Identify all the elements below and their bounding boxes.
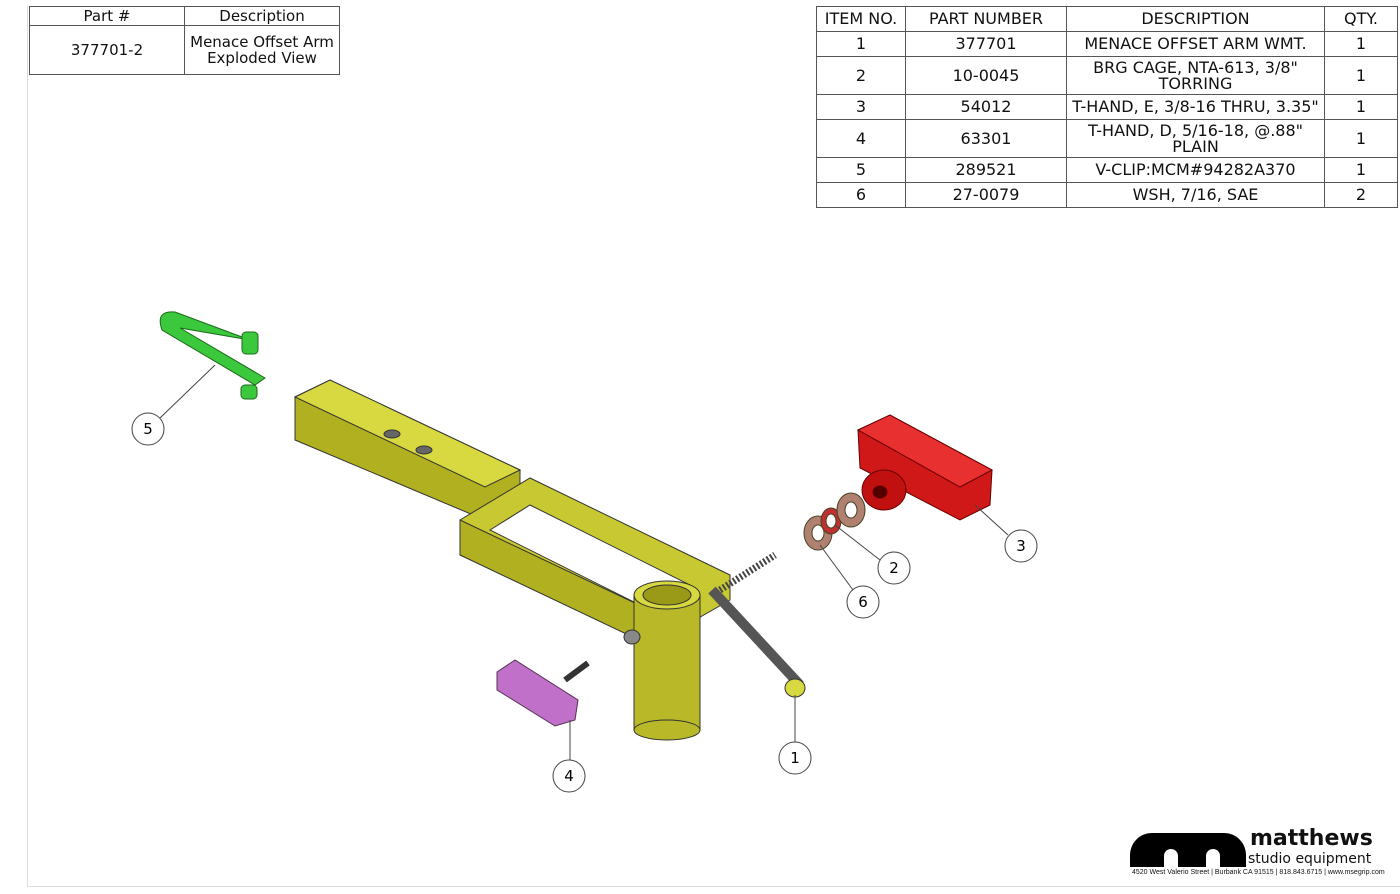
part-number: 377701-2 xyxy=(29,25,185,75)
drawing-frame xyxy=(27,6,1400,887)
bom-qty: 1 xyxy=(1324,56,1398,95)
part-description: Menace Offset Arm Exploded View xyxy=(184,25,340,75)
bom-qty: 1 xyxy=(1324,31,1398,57)
washers-bearing xyxy=(803,492,866,551)
arm-part xyxy=(293,379,806,741)
t-handle-e-part xyxy=(856,414,994,521)
balloon-label: 1 xyxy=(790,749,800,767)
balloon-label: 2 xyxy=(889,559,899,577)
bom-desc: WSH, 7/16, SAE xyxy=(1066,182,1325,208)
logo-mark xyxy=(1130,833,1246,867)
bom-item: 4 xyxy=(816,119,906,158)
balloon-3 xyxy=(1004,529,1038,563)
balloon-label: 3 xyxy=(1016,537,1026,555)
t-handle-d-part xyxy=(496,659,590,727)
balloon-4 xyxy=(552,759,586,793)
logo-brand: matthews xyxy=(1250,826,1373,851)
bom-part: 27-0079 xyxy=(905,182,1067,208)
balloon-1 xyxy=(778,741,812,775)
balloon-label: 6 xyxy=(858,593,868,611)
balloon-2 xyxy=(877,551,911,585)
col-qty: QTY. xyxy=(1324,6,1398,32)
bom-part: 377701 xyxy=(905,31,1067,57)
bom-qty: 2 xyxy=(1324,182,1398,208)
v-clip-part xyxy=(159,311,266,400)
header-part: Part # xyxy=(29,6,185,26)
bom-item: 6 xyxy=(816,182,906,208)
bom-item: 2 xyxy=(816,56,906,95)
bom-desc: MENACE OFFSET ARM WMT. xyxy=(1066,31,1325,57)
logo-sub: studio equipment xyxy=(1248,851,1372,867)
balloon-label: 4 xyxy=(564,767,574,785)
bom-item: 1 xyxy=(816,31,906,57)
balloon-label: 5 xyxy=(143,420,153,438)
bom-desc: T-HAND, D, 5/16-18, @.88" PLAIN xyxy=(1066,119,1325,158)
matthews-logo: matthews studio equipment 4520 West Vale… xyxy=(1130,826,1392,882)
col-desc: DESCRIPTION xyxy=(1066,6,1325,32)
logo-address: 4520 West Valerio Street | Burbank CA 91… xyxy=(1132,869,1385,876)
balloon-6 xyxy=(846,585,880,619)
balloon-callouts xyxy=(159,364,1009,760)
bom-desc: BRG CAGE, NTA-613, 3/8" TORRING xyxy=(1066,56,1325,95)
bom-part: 63301 xyxy=(905,119,1067,158)
balloon-5 xyxy=(131,412,165,446)
